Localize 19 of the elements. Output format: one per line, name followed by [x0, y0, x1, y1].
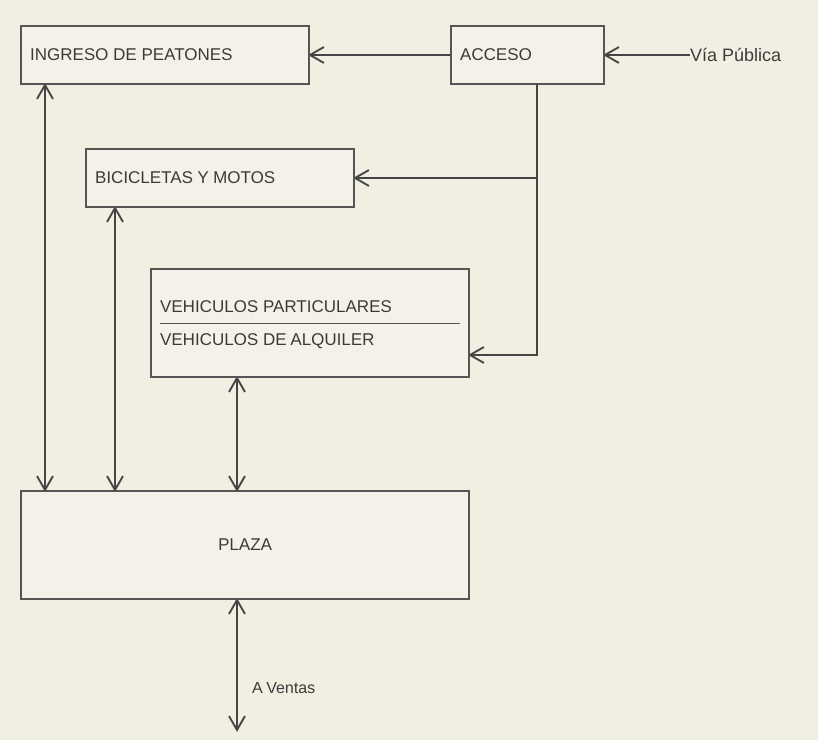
process-box — [20, 490, 470, 600]
box-label: INGRESO DE PEATONES — [30, 44, 234, 66]
process-box — [20, 25, 310, 85]
node-text: Vía Pública — [690, 40, 782, 70]
process-box — [150, 268, 470, 378]
arrow — [228, 599, 246, 731]
arrow — [228, 377, 246, 491]
box-label: PLAZA — [217, 534, 273, 556]
box-label: BICICLETAS Y MOTOS — [95, 167, 276, 189]
box-label: VEHICULOS DE ALQUILER — [160, 328, 376, 350]
box-label: VEHICULOS PARTICULARES — [160, 290, 460, 324]
arrow — [469, 85, 538, 364]
process-box — [450, 25, 605, 85]
arrow — [604, 46, 690, 64]
arrow — [36, 84, 54, 491]
process-box — [85, 148, 355, 208]
arrow — [106, 207, 124, 491]
arrow — [309, 46, 450, 64]
box-label: ACCESO — [460, 44, 533, 66]
